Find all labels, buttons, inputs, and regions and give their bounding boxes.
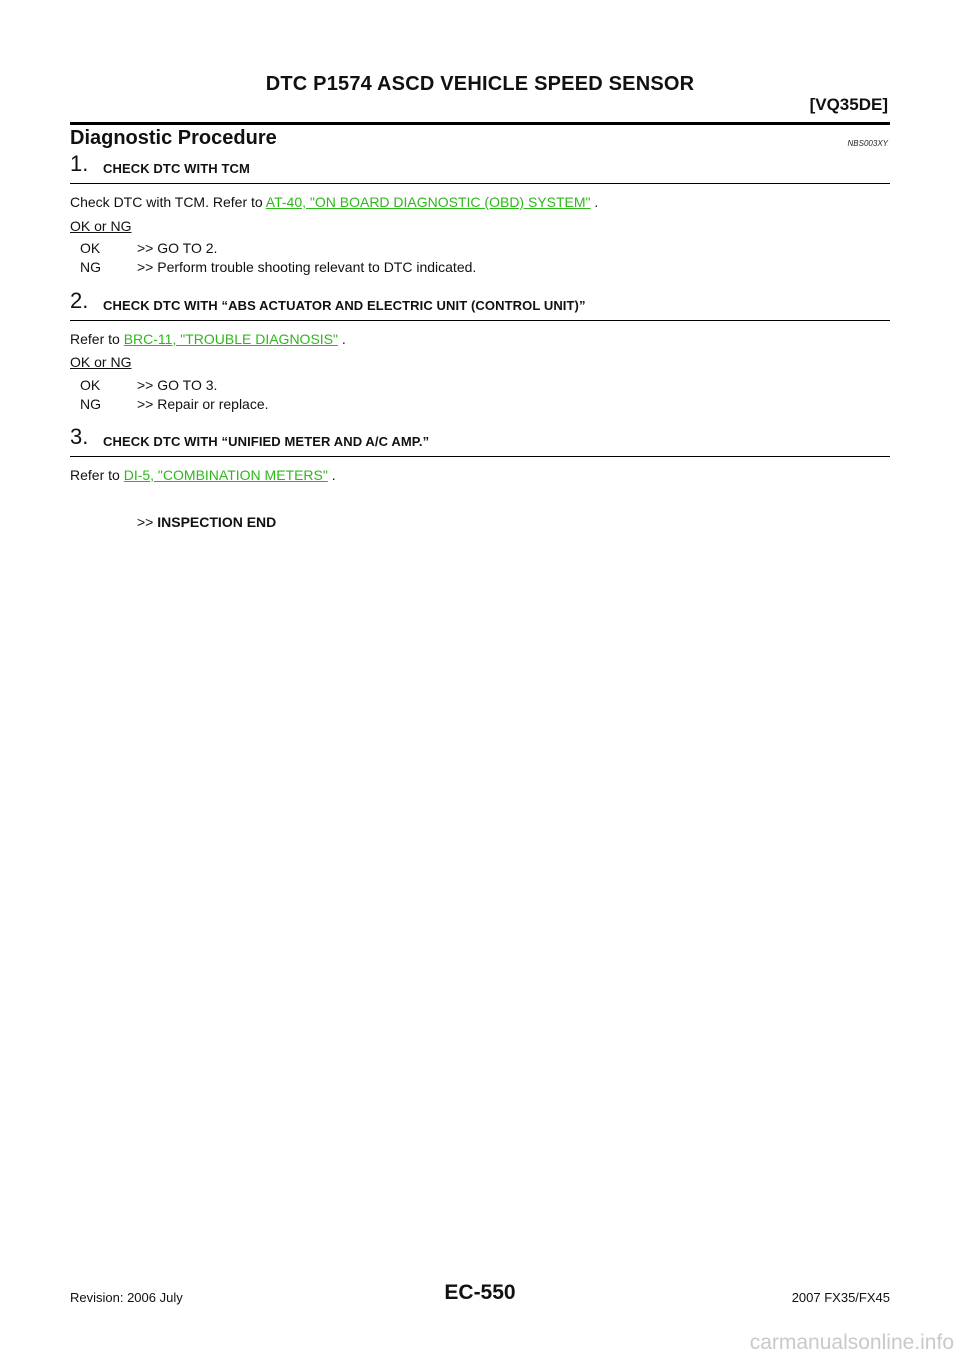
watermark: carmanualsonline.info bbox=[749, 1331, 954, 1354]
end-prefix: >> bbox=[137, 514, 154, 530]
step-1-option-ok: OK >> GO TO 2. bbox=[80, 240, 217, 256]
end-text: INSPECTION END bbox=[157, 514, 277, 530]
step-2-text-end: . bbox=[337, 331, 346, 347]
section-code: NBS003XY bbox=[847, 139, 888, 148]
option-text: >> GO TO 2. bbox=[137, 240, 218, 256]
step-1-text-end: . bbox=[590, 194, 599, 210]
section-title: Diagnostic Procedure bbox=[70, 127, 277, 149]
engine-code: [VQ35DE] bbox=[809, 95, 888, 114]
step-2-option-ng: NG >> Repair or replace. bbox=[80, 396, 269, 412]
step-1-option-ng: NG >> Perform trouble shooting relevant t… bbox=[80, 259, 476, 275]
option-text: >> Perform trouble shooting relevant to … bbox=[137, 259, 477, 275]
option-text: >> Repair or replace. bbox=[137, 396, 269, 412]
step-3-reference-link[interactable]: DI-5, "COMBINATION METERS" bbox=[123, 467, 328, 483]
step-2-okng-label: OK or NG bbox=[70, 354, 132, 370]
step-2-number: 2. bbox=[70, 288, 89, 313]
step-2-title: CHECK DTC WITH “ABS ACTUATOR AND ELECTRI… bbox=[103, 298, 586, 313]
step-1-okng-label: OK or NG bbox=[70, 218, 132, 234]
model-text: 2007 FX35/FX45 bbox=[791, 1290, 890, 1305]
step-2-reference-link[interactable]: BRC-11, "TROUBLE DIAGNOSIS" bbox=[123, 331, 338, 347]
step-2-option-ok: OK >> GO TO 3. bbox=[80, 377, 217, 393]
step-2-instruction: Refer to BRC-11, "TROUBLE DIAGNOSIS" . bbox=[70, 331, 346, 347]
step-3-title: CHECK DTC WITH “UNIFIED METER AND A/C AM… bbox=[103, 434, 430, 449]
step-1-number: 1. bbox=[70, 151, 89, 176]
step-1-title: CHECK DTC WITH TCM bbox=[103, 161, 250, 176]
step-2-heading: 2. CHECK DTC WITH “ABS ACTUATOR AND ELEC… bbox=[70, 288, 890, 321]
step-3-heading: 3. CHECK DTC WITH “UNIFIED METER AND A/C… bbox=[70, 424, 890, 457]
option-key: OK bbox=[80, 240, 101, 256]
header-rule bbox=[70, 122, 890, 125]
inspection-end: >> INSPECTION END bbox=[137, 514, 276, 530]
step-1-reference-link[interactable]: AT-40, "ON BOARD DIAGNOSTIC (OBD) SYSTEM… bbox=[265, 194, 591, 210]
step-3-instruction: Refer to DI-5, "COMBINATION METERS" . bbox=[70, 467, 336, 483]
option-text: >> GO TO 3. bbox=[137, 377, 218, 393]
option-key: NG bbox=[80, 259, 101, 275]
step-2-text: Refer to bbox=[70, 331, 124, 347]
step-3-text: Refer to bbox=[70, 467, 124, 483]
step-1-heading: 1. CHECK DTC WITH TCM bbox=[70, 151, 890, 184]
step-1-instruction: Check DTC with TCM. Refer to AT-40, "ON … bbox=[70, 194, 598, 210]
page-number: EC-550 bbox=[444, 1281, 516, 1304]
step-3-number: 3. bbox=[70, 424, 89, 449]
option-key: OK bbox=[80, 377, 101, 393]
option-key: NG bbox=[80, 396, 101, 412]
page-title: DTC P1574 ASCD VEHICLE SPEED SENSOR bbox=[265, 73, 695, 95]
step-1-text: Check DTC with TCM. Refer to bbox=[70, 194, 266, 210]
step-3-text-end: . bbox=[327, 467, 336, 483]
revision-text: Revision: 2006 July bbox=[70, 1290, 183, 1305]
